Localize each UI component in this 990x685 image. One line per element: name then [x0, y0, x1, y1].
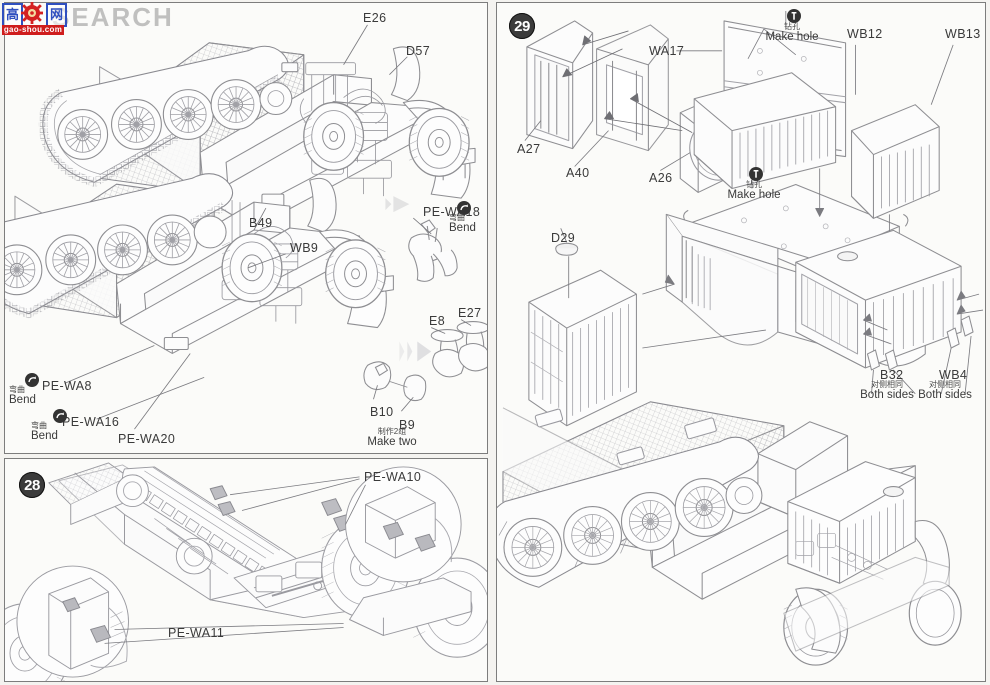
both-sides-note-en: Both sides: [860, 389, 914, 402]
step-badge-29: 29: [509, 13, 535, 39]
part-label-b49: B49: [249, 216, 273, 230]
panel-step-29: 29 A27 A40 A26 WA17 WB12 WB13 D29 B32 WB…: [496, 2, 986, 682]
part-label-e27: E27: [458, 306, 482, 320]
make-hole-note-bottom: 钻孔 Make hole: [721, 180, 787, 202]
both-sides-note-cn: 对侧相同: [871, 380, 903, 389]
part-label-wb4: WB4: [939, 368, 968, 382]
make-hole-note-en: Make hole: [765, 31, 819, 44]
bend-note-cn: 弯曲: [9, 385, 25, 394]
part-label-wa17: WA17: [649, 44, 685, 58]
part-label-d29: D29: [551, 231, 576, 245]
bend-note-en: Bend: [9, 394, 36, 406]
make-hole-note-cn: 钻孔: [746, 180, 762, 189]
make-hole-note-en: Make hole: [727, 189, 781, 202]
part-label-e26: E26: [363, 11, 387, 25]
watermark-logo-char-left: 高: [2, 3, 23, 27]
make-hole-note-top: 钻孔 Make hole: [759, 22, 825, 44]
make-hole-icon: [749, 167, 763, 181]
step-badge-28: 28: [19, 472, 45, 498]
bend-note-en: Bend: [31, 430, 58, 442]
make-hole-icon: [787, 9, 801, 23]
make-hole-note-cn: 钻孔: [784, 22, 800, 31]
make-two-note: 制作2组 Make two: [360, 427, 424, 449]
make-two-note-en: Make two: [367, 436, 417, 449]
bend-note-cn: 弯曲: [449, 213, 465, 222]
watermark-logo: 高 网 gao-shou.com: [2, 2, 67, 43]
bend-icon: [457, 201, 471, 215]
watermark-logo-char-right: 网: [46, 3, 67, 27]
part-label-d57: D57: [406, 44, 431, 58]
part-label-b32: B32: [880, 368, 904, 382]
panel-step-27: E26 D57 B49 WB9 PE-WA18 E8 E27 B10 B9 PE…: [4, 2, 488, 454]
both-sides-note-wb4: 对侧相同 Both sides: [911, 380, 979, 402]
part-label-pe-wa8: PE-WA8: [42, 379, 92, 393]
gear-icon: [21, 2, 43, 24]
part-label-b9: B9: [399, 418, 416, 432]
part-label-wb9: WB9: [290, 241, 319, 255]
part-label-e8: E8: [429, 314, 446, 328]
part-label-pe-wa16: PE-WA16: [62, 415, 120, 429]
watermark-search-text: SEARCH: [52, 2, 174, 32]
bend-note-pe-wa18: 弯曲 Bend: [449, 214, 476, 235]
part-label-pe-wa10: PE-WA10: [364, 470, 422, 484]
part-label-wb12: WB12: [847, 27, 883, 41]
line-art-step-29: [497, 3, 985, 681]
line-art-step-28: [5, 459, 487, 681]
bend-note-en: Bend: [449, 222, 476, 234]
both-sides-note-cn: 对侧相同: [929, 380, 961, 389]
watermark-url: gao-shou.com: [2, 25, 64, 35]
both-sides-note-b32: 对侧相同 Both sides: [853, 380, 921, 402]
bend-note-cn: 弯曲: [31, 421, 47, 430]
make-two-note-cn: 制作2组: [377, 427, 407, 436]
bend-note-pe-wa8: 弯曲 Bend: [9, 386, 36, 407]
part-label-pe-wa20: PE-WA20: [118, 432, 176, 446]
both-sides-note-en: Both sides: [918, 389, 972, 402]
bend-icon: [25, 373, 39, 387]
part-label-a40: A40: [566, 166, 590, 180]
part-label-a26: A26: [649, 171, 673, 185]
part-label-wb13: WB13: [945, 27, 981, 41]
part-label-b10: B10: [370, 405, 394, 419]
bend-icon: [53, 409, 67, 423]
part-label-pe-wa11: PE-WA11: [168, 626, 225, 640]
panel-step-28: 28 PE-WA10 PE-WA11: [4, 458, 488, 682]
bend-note-pe-wa16: 弯曲 Bend: [31, 422, 58, 443]
part-label-a27: A27: [517, 142, 541, 156]
